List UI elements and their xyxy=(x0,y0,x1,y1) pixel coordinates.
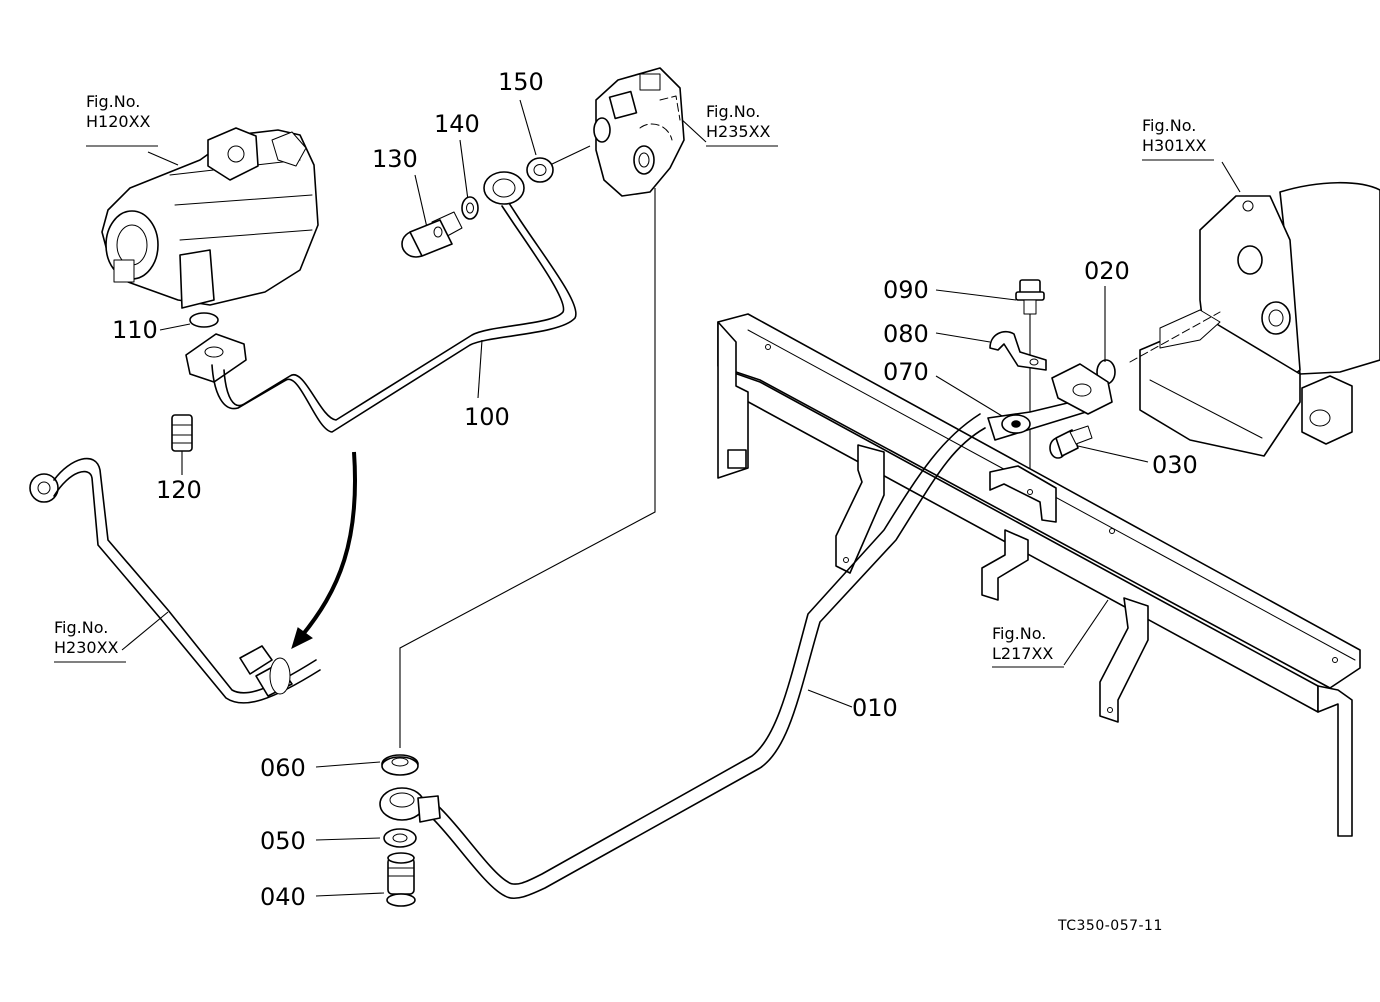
figref-h235-code: H235XX xyxy=(706,122,771,141)
leader-lines xyxy=(121,99,1241,897)
label-150: 150 xyxy=(498,68,544,96)
pipe-end-flange xyxy=(987,363,1113,441)
figref-l217-prefix: Fig.No. xyxy=(992,624,1047,643)
figref-h301-code: H301XX xyxy=(1142,136,1207,155)
label-040: 040 xyxy=(260,883,306,911)
figref-h230-prefix: Fig.No. xyxy=(54,618,109,637)
label-120: 120 xyxy=(156,476,202,504)
label-020: 020 xyxy=(1084,257,1130,285)
figref-h120-prefix: Fig.No. xyxy=(86,92,141,111)
control-valve xyxy=(593,67,685,197)
washer-140 xyxy=(461,196,479,220)
figref-h301-prefix: Fig.No. xyxy=(1142,116,1197,135)
banjo-eye-100 xyxy=(483,171,525,205)
frame-chassis xyxy=(717,313,1361,837)
pipe-100 xyxy=(211,199,577,433)
o-ring-110 xyxy=(189,312,219,328)
figref-h230: Fig.No. H230XX xyxy=(54,618,119,658)
label-110: 110 xyxy=(112,316,158,344)
figref-h235-prefix: Fig.No. xyxy=(706,102,761,121)
label-100: 100 xyxy=(464,403,510,431)
figref-h235: Fig.No. H235XX xyxy=(706,102,771,142)
hydraulic-pump xyxy=(101,127,319,309)
figref-l217-code: L217XX xyxy=(992,644,1054,663)
bolt-030 xyxy=(1049,425,1093,459)
banjo-eye-010 xyxy=(379,787,441,823)
assembly-arrow xyxy=(291,451,358,649)
figref-underlines xyxy=(54,145,1214,668)
rear-pump-housing xyxy=(1129,181,1380,457)
figref-l217: Fig.No. L217XX xyxy=(992,624,1053,664)
washer-060 xyxy=(381,754,419,776)
label-070: 070 xyxy=(883,358,929,386)
label-140: 140 xyxy=(434,110,480,138)
figref-h120-code: H120XX xyxy=(86,112,151,131)
label-130: 130 xyxy=(372,145,418,173)
label-010: 010 xyxy=(852,694,898,722)
washer-150 xyxy=(526,157,554,183)
label-050: 050 xyxy=(260,827,306,855)
pipe-010 xyxy=(429,413,986,900)
bolt-090 xyxy=(1015,279,1045,315)
fitting-120 xyxy=(171,414,193,452)
banjo-bolt-130 xyxy=(401,211,463,258)
label-080: 080 xyxy=(883,320,929,348)
drawing-code: TC350-057-11 xyxy=(1058,918,1163,934)
washer-050 xyxy=(383,828,417,848)
return-pipe-h230 xyxy=(29,457,321,704)
label-060: 060 xyxy=(260,754,306,782)
figref-h120: Fig.No. H120XX xyxy=(86,92,151,132)
banjo-bolt-040 xyxy=(386,852,416,907)
pipe-clamp-080 xyxy=(989,330,1047,371)
label-090: 090 xyxy=(883,276,929,304)
figref-h230-code: H230XX xyxy=(54,638,119,657)
label-030: 030 xyxy=(1152,451,1198,479)
figref-h301: Fig.No. H301XX xyxy=(1142,116,1207,156)
pipe-flange xyxy=(185,333,247,383)
